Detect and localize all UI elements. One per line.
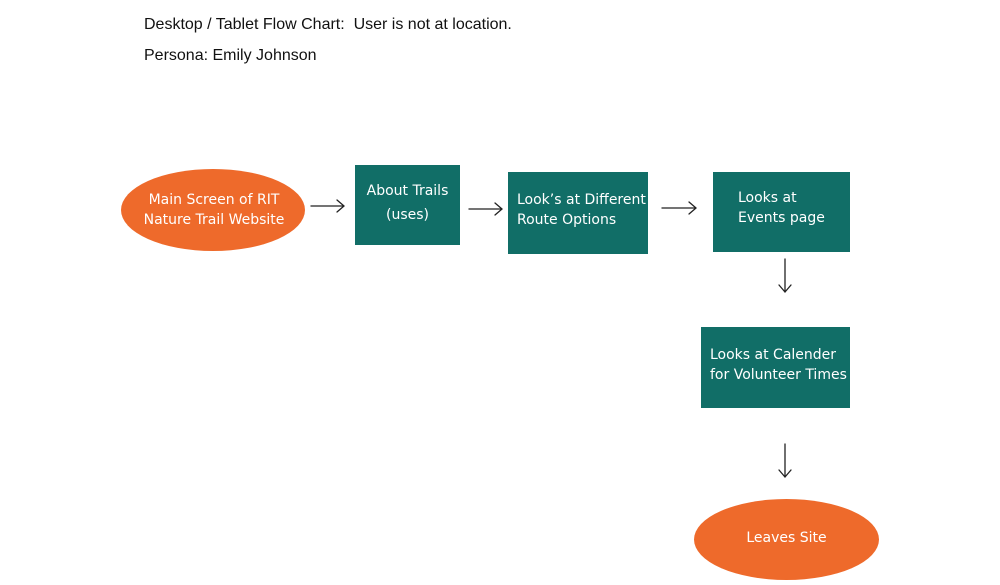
node-events-page: Looks at Events page (713, 172, 850, 252)
node-calendar-line2: for Volunteer Times (710, 366, 847, 383)
arrow-about-to-route (468, 202, 503, 216)
arrow-calendar-to-leaves (778, 443, 792, 478)
node-route-options-line2: Route Options (517, 212, 617, 228)
node-main-screen-line2: Nature Trail Website (143, 212, 285, 228)
arrow-events-to-calendar (778, 258, 792, 293)
arrow-main-to-about (310, 199, 345, 213)
node-about-trails-line2: (uses) (386, 207, 429, 223)
node-leaves-site-line1: Leaves Site (746, 529, 827, 546)
node-calendar-line1: Looks at Calender (710, 346, 837, 363)
node-main-screen: Main Screen of RIT Nature Trail Website (121, 169, 305, 251)
diagram-title: Desktop / Tablet Flow Chart: User is not… (144, 16, 512, 33)
node-events-page-line2: Events page (738, 210, 825, 226)
node-leaves-site: Leaves Site (694, 499, 879, 580)
node-route-options: Look’s at Different Route Options (508, 172, 648, 254)
node-about-trails-line1: About Trails (366, 183, 449, 199)
arrow-route-to-events (661, 201, 697, 215)
persona-label: Persona: Emily Johnson (144, 47, 317, 64)
node-events-page-line1: Looks at (738, 190, 797, 206)
node-main-screen-line1: Main Screen of RIT (148, 192, 280, 208)
node-route-options-line1: Look’s at Different (517, 192, 646, 208)
node-about-trails: About Trails (uses) (355, 165, 460, 245)
node-calendar: Looks at Calender for Volunteer Times (701, 327, 850, 408)
